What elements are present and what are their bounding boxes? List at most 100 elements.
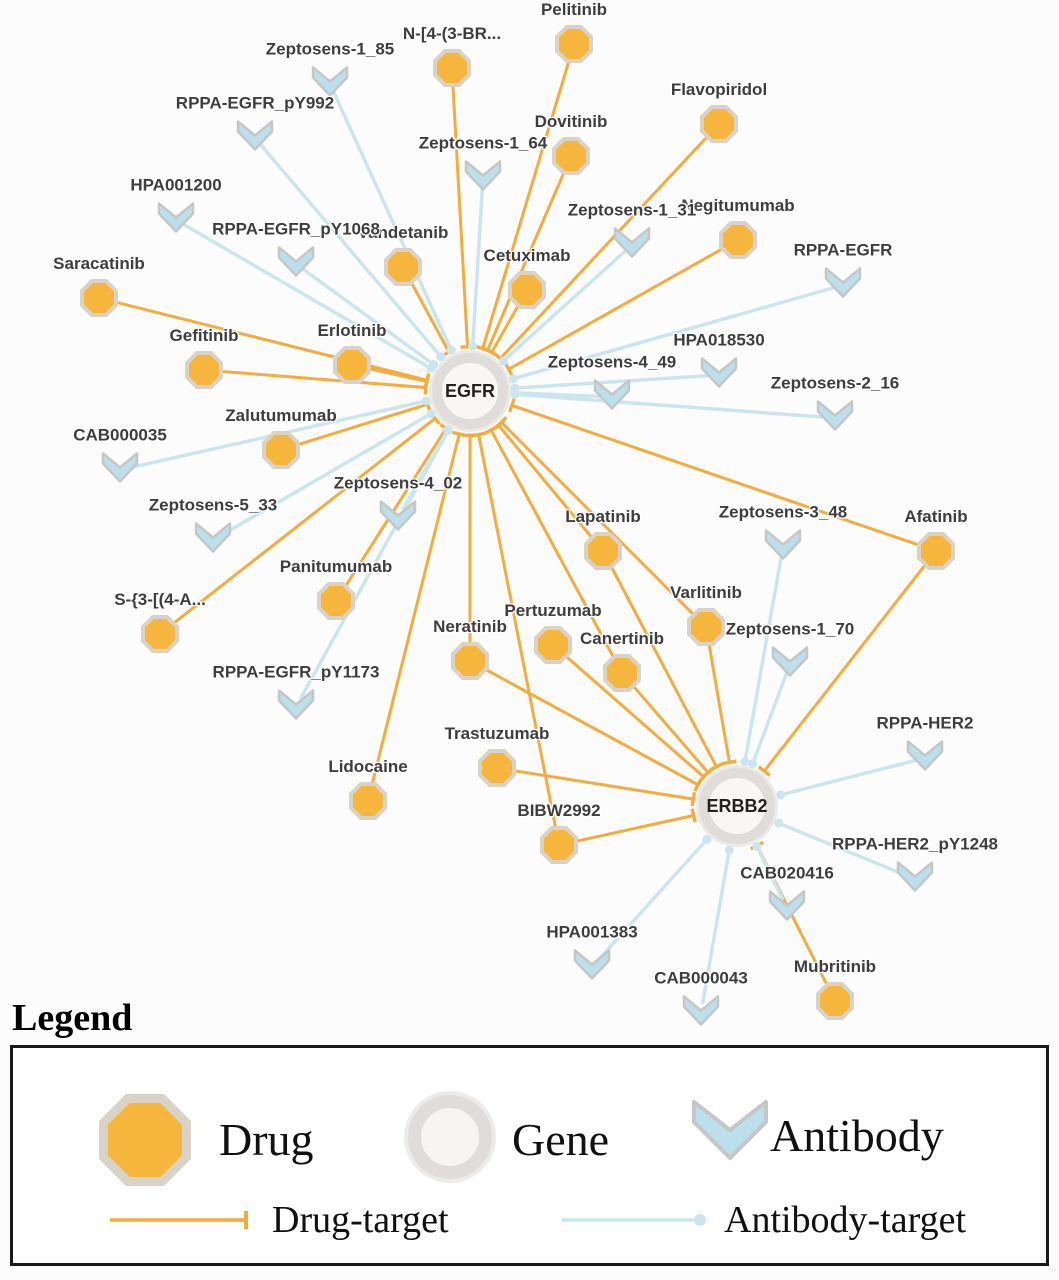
edge-s-3-4-a-egfr [170,411,441,626]
drug-octagon-icon [816,982,854,1020]
edge-dovitinib-egfr [480,169,567,355]
legend-title: Legend [12,997,133,1039]
edge-rppa-egfr-py1068-egfr [302,267,439,369]
drug-node-n-4-3-br[interactable]: N-[4-(3-BR... [403,24,501,87]
drug-octagon-icon [603,654,641,692]
node-label-hpa001383: HPA001383 [546,922,638,942]
antibody-node-hpa001200[interactable]: HPA001200 [130,176,222,240]
drug-node-dovitinib[interactable]: Dovitinib [535,112,607,175]
antibody-node-zeptosens-4-49[interactable]: Zeptosens-4_49 [548,353,676,417]
node-label-rppa-her2: RPPA-HER2 [876,713,974,733]
edge-zeptosens-1-70-erbb2 [748,671,789,769]
drug-node-trastuzumab[interactable]: Trastuzumab [445,724,549,787]
antibody-node-zeptosens-1-64[interactable]: Zeptosens-1_64 [419,134,547,198]
edge-flavopiridol-egfr [493,133,710,365]
node-label-flavopiridol: Flavopiridol [670,80,768,99]
node-label-zeptosens-4-02: Zeptosens-4_02 [333,473,463,493]
node-label-cab000035: CAB000035 [73,425,167,445]
node-label-zeptosens-1-31: Zeptosens-1_31 [567,200,697,220]
antibody-chevron-icon [311,66,349,97]
edge-vandetanib-egfr [408,279,456,357]
edge-rppa-egfr-egfr [508,285,835,384]
drug-octagon-icon [540,826,578,864]
antibody-chevron-icon [236,120,274,151]
antibody-node-zeptosens-5-33[interactable]: Zeptosens-5_33 [149,496,277,560]
node-label-rppa-egfr: RPPA-EGFR [793,240,893,260]
drug-node-gefitinib[interactable]: Gefitinib [170,326,238,389]
drug-octagon-icon [584,532,622,570]
drug-node-pelitinib[interactable]: Pelitinib [541,0,607,63]
drug-octagon-icon [719,221,757,259]
antibody-chevron-icon [277,246,315,277]
antibody-node-rppa-egfr-py1068[interactable]: RPPA-EGFR_pY1068 [212,220,380,284]
antibody-node-zeptosens-3-48[interactable]: Zeptosens-3_48 [719,503,847,567]
edges-group [113,57,928,1005]
drug-node-afatinib[interactable]: Afatinib [904,507,968,570]
drug-octagon-icon [433,49,471,87]
drug-octagon-icon [384,248,422,286]
legend-label-gene: Gene [512,1114,610,1165]
antibody-chevron-icon [824,267,862,298]
edge-zeptosens-3-48-erbb2 [740,555,784,767]
drug-octagon-icon [508,271,546,309]
antibody-chevron-icon [771,646,809,677]
antibody-node-zeptosens-1-85[interactable]: Zeptosens-1_85 [266,40,394,104]
antibody-node-hpa018530[interactable]: HPA018530 [673,331,765,395]
gene-node-egfr[interactable]: EGFR [432,353,508,429]
drug-node-flavopiridol[interactable]: Flavopiridol [671,80,767,143]
antibody-node-cab000035[interactable]: CAB000035 [73,426,167,490]
legend-antibody-chevron-icon [692,1100,768,1160]
node-label-zalutumumab: Zalutumumab [225,406,337,425]
drug-node-vandetanib[interactable]: Vandetanib [358,223,448,286]
antibody-chevron-icon [906,740,944,771]
antibody-node-rppa-egfr[interactable]: RPPA-EGFR [794,241,892,305]
antibody-node-cab000043[interactable]: CAB000043 [654,969,748,1033]
drug-node-cetuximab[interactable]: Cetuximab [484,246,570,309]
drug-node-lidocaine[interactable]: Lidocaine [328,757,408,820]
gene-node-erbb2[interactable]: ERBB2 [699,768,775,844]
drug-node-canertinib[interactable]: Canertinib [580,629,664,692]
edge-lapatinib-egfr [491,419,595,541]
antibody-node-rppa-her2-py1248[interactable]: RPPA-HER2_pY1248 [832,835,998,899]
drug-node-s-3-4-a[interactable]: S-{3-[(4-A... [114,590,206,653]
edge-lapatinib-erbb2 [608,563,724,772]
drug-node-pertuzumab[interactable]: Pertuzumab [504,601,602,664]
antibody-target-edge-sample [562,1214,706,1226]
antibody-node-zeptosens-2-16[interactable]: Zeptosens-2_16 [771,374,899,438]
node-label-n-4-3-br: N-[4-(3-BR... [402,24,502,43]
drug-node-neratinib[interactable]: Neratinib [433,617,507,680]
antibody-node-zeptosens-4-02[interactable]: Zeptosens-4_02 [334,474,462,538]
drug-node-erlotinib[interactable]: Erlotinib [318,321,386,384]
node-label-zeptosens-3-48: Zeptosens-3_48 [718,502,848,522]
node-label-mubritinib: Mubritinib [793,957,877,976]
drug-octagon-icon [185,351,223,389]
edge-bibw2992-egfr [471,431,558,831]
edge-afatinib-egfr [508,398,923,548]
edge-saracatinib-egfr [113,300,431,388]
node-label-zeptosens-5-33: Zeptosens-5_33 [148,495,278,515]
drug-node-panitumumab[interactable]: Panitumumab [280,557,392,620]
antibody-node-cab020416[interactable]: CAB020416 [740,864,834,928]
node-label-erlotinib: Erlotinib [317,321,387,340]
antibody-node-hpa001383[interactable]: HPA001383 [546,923,638,987]
node-label-lidocaine: Lidocaine [328,757,408,776]
node-label-s-3-4-a: S-{3-[(4-A... [114,590,206,609]
drug-node-lapatinib[interactable]: Lapatinib [565,507,641,570]
drug-node-mubritinib[interactable]: Mubritinib [794,957,876,1020]
drug-node-bibw2992[interactable]: BIBW2992 [517,801,601,864]
antibody-node-zeptosens-1-70[interactable]: Zeptosens-1_70 [726,620,854,684]
drug-node-negitumumab[interactable]: Negitumumab [681,196,795,259]
drug-octagon-icon [917,532,955,570]
antibody-node-rppa-egfr-py1173[interactable]: RPPA-EGFR_pY1173 [213,663,379,727]
node-label-cetuximab: Cetuximab [483,246,571,265]
edge-zeptosens-4-49-egfr [510,388,604,399]
node-label-negitumumab: Negitumumab [681,196,795,215]
drug-node-saracatinib[interactable]: Saracatinib [53,254,145,317]
drug-node-varlitinib[interactable]: Varlitinib [670,583,742,646]
node-label-zeptosens-4-49: Zeptosens-4_49 [547,352,677,372]
antibody-node-rppa-egfr-py992[interactable]: RPPA-EGFR_pY992 [176,94,334,158]
drug-node-zalutumumab[interactable]: Zalutumumab [225,406,337,469]
antibody-node-zeptosens-1-31[interactable]: Zeptosens-1_31 [568,201,696,265]
antibody-node-rppa-her2[interactable]: RPPA-HER2 [877,714,973,778]
drug-octagon-icon [687,608,725,646]
